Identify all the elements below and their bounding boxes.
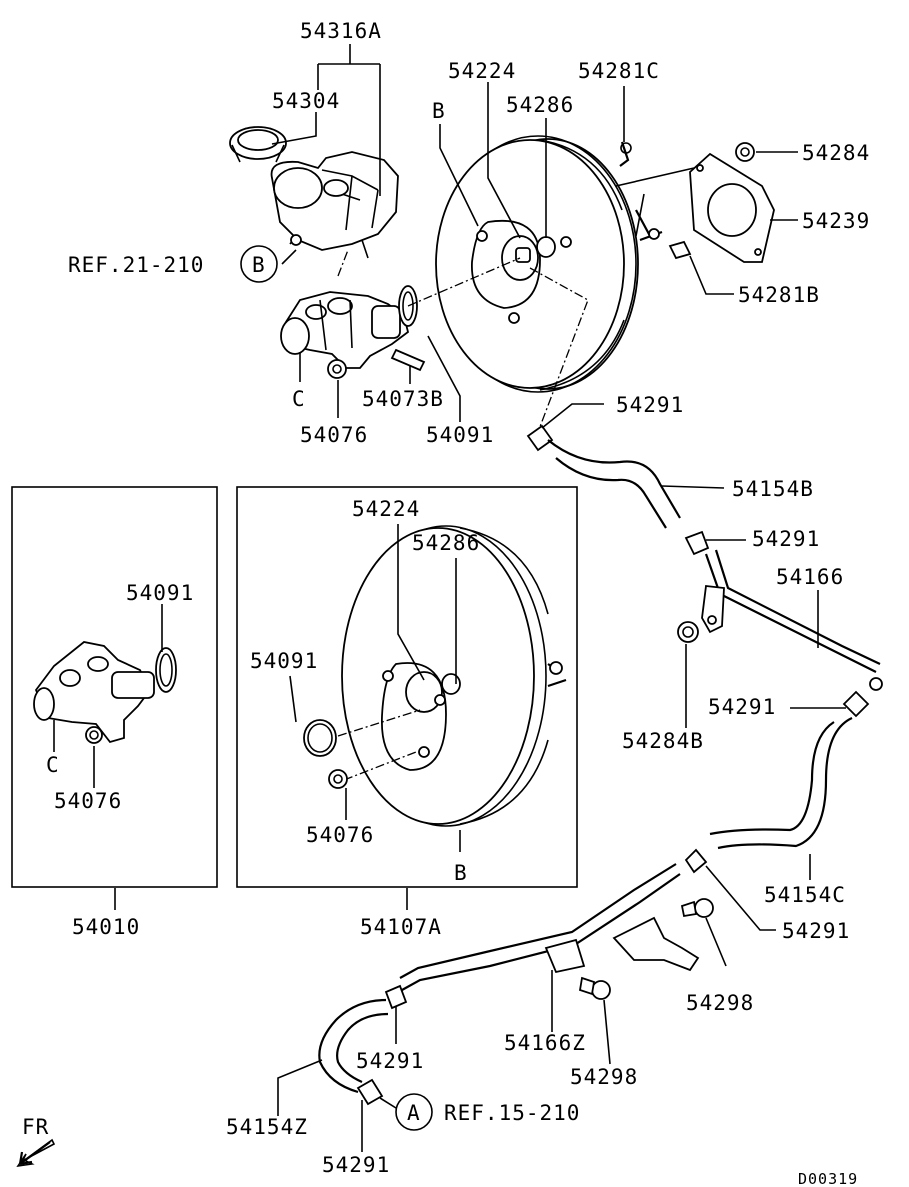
label-b-top: B <box>432 99 446 123</box>
label-54286-top: 54286 <box>506 93 574 117</box>
box1-caption-54010: 54010 <box>72 915 140 939</box>
label-54154B: 54154B <box>732 477 814 501</box>
box2-label-54076: 54076 <box>306 823 374 847</box>
diagram-code: D00319 <box>798 1170 858 1187</box>
label-54291-d: 54291 <box>782 919 850 943</box>
label-54224-top: 54224 <box>448 59 516 83</box>
label-ref-a: A <box>407 1101 421 1125</box>
box1-label-54091: 54091 <box>126 581 194 605</box>
label-54281C: 54281C <box>578 59 660 83</box>
label-54298-a: 54298 <box>686 991 754 1015</box>
label-54154Z: 54154Z <box>226 1115 308 1139</box>
label-54298-b: 54298 <box>570 1065 638 1089</box>
ref-circle-a <box>395 1093 433 1131</box>
label-54073B: 54073B <box>362 387 444 411</box>
label-54154C: 54154C <box>764 883 846 907</box>
reservoir-assembly <box>229 126 399 259</box>
label-ref-15-210: REF.15-210 <box>444 1101 580 1125</box>
label-c-top: C <box>292 387 306 411</box>
gasket-54239 <box>689 152 775 263</box>
box2-label-54286: 54286 <box>412 531 480 555</box>
label-54291-c: 54291 <box>708 695 776 719</box>
label-54316A: 54316A <box>300 19 382 43</box>
front-direction-arrow-icon <box>16 1138 56 1168</box>
label-fr: FR <box>22 1115 49 1139</box>
label-54284: 54284 <box>802 141 870 165</box>
label-54284B: 54284B <box>622 729 704 753</box>
box2-label-54091: 54091 <box>250 649 318 673</box>
box-54107A <box>236 486 578 910</box>
box1-label-54076: 54076 <box>54 789 122 813</box>
label-54304: 54304 <box>272 89 340 113</box>
label-54291-f: 54291 <box>322 1153 390 1177</box>
box1-label-c: C <box>46 753 60 777</box>
leader-lines-top <box>271 44 846 1152</box>
label-54076-top: 54076 <box>300 423 368 447</box>
box-54010 <box>11 486 218 910</box>
master-cylinder-top <box>280 249 426 379</box>
label-54091-top: 54091 <box>426 423 494 447</box>
small-parts-top <box>615 141 755 260</box>
label-54291-e: 54291 <box>356 1049 424 1073</box>
box2-label-54224: 54224 <box>352 497 420 521</box>
ref-circle-b <box>240 245 278 283</box>
box2-label-b: B <box>454 861 468 885</box>
label-54166: 54166 <box>776 565 844 589</box>
box2-caption-54107A: 54107A <box>360 915 442 939</box>
label-54291-b: 54291 <box>752 527 820 551</box>
label-54291-a: 54291 <box>616 393 684 417</box>
label-54166Z: 54166Z <box>504 1031 586 1055</box>
label-ref-b: B <box>252 253 266 277</box>
label-ref-21-210: REF.21-210 <box>68 253 204 277</box>
brake-booster-top <box>407 135 663 433</box>
label-54281B: 54281B <box>738 283 820 307</box>
vacuum-hose-lines <box>318 424 883 1106</box>
label-54239: 54239 <box>802 209 870 233</box>
